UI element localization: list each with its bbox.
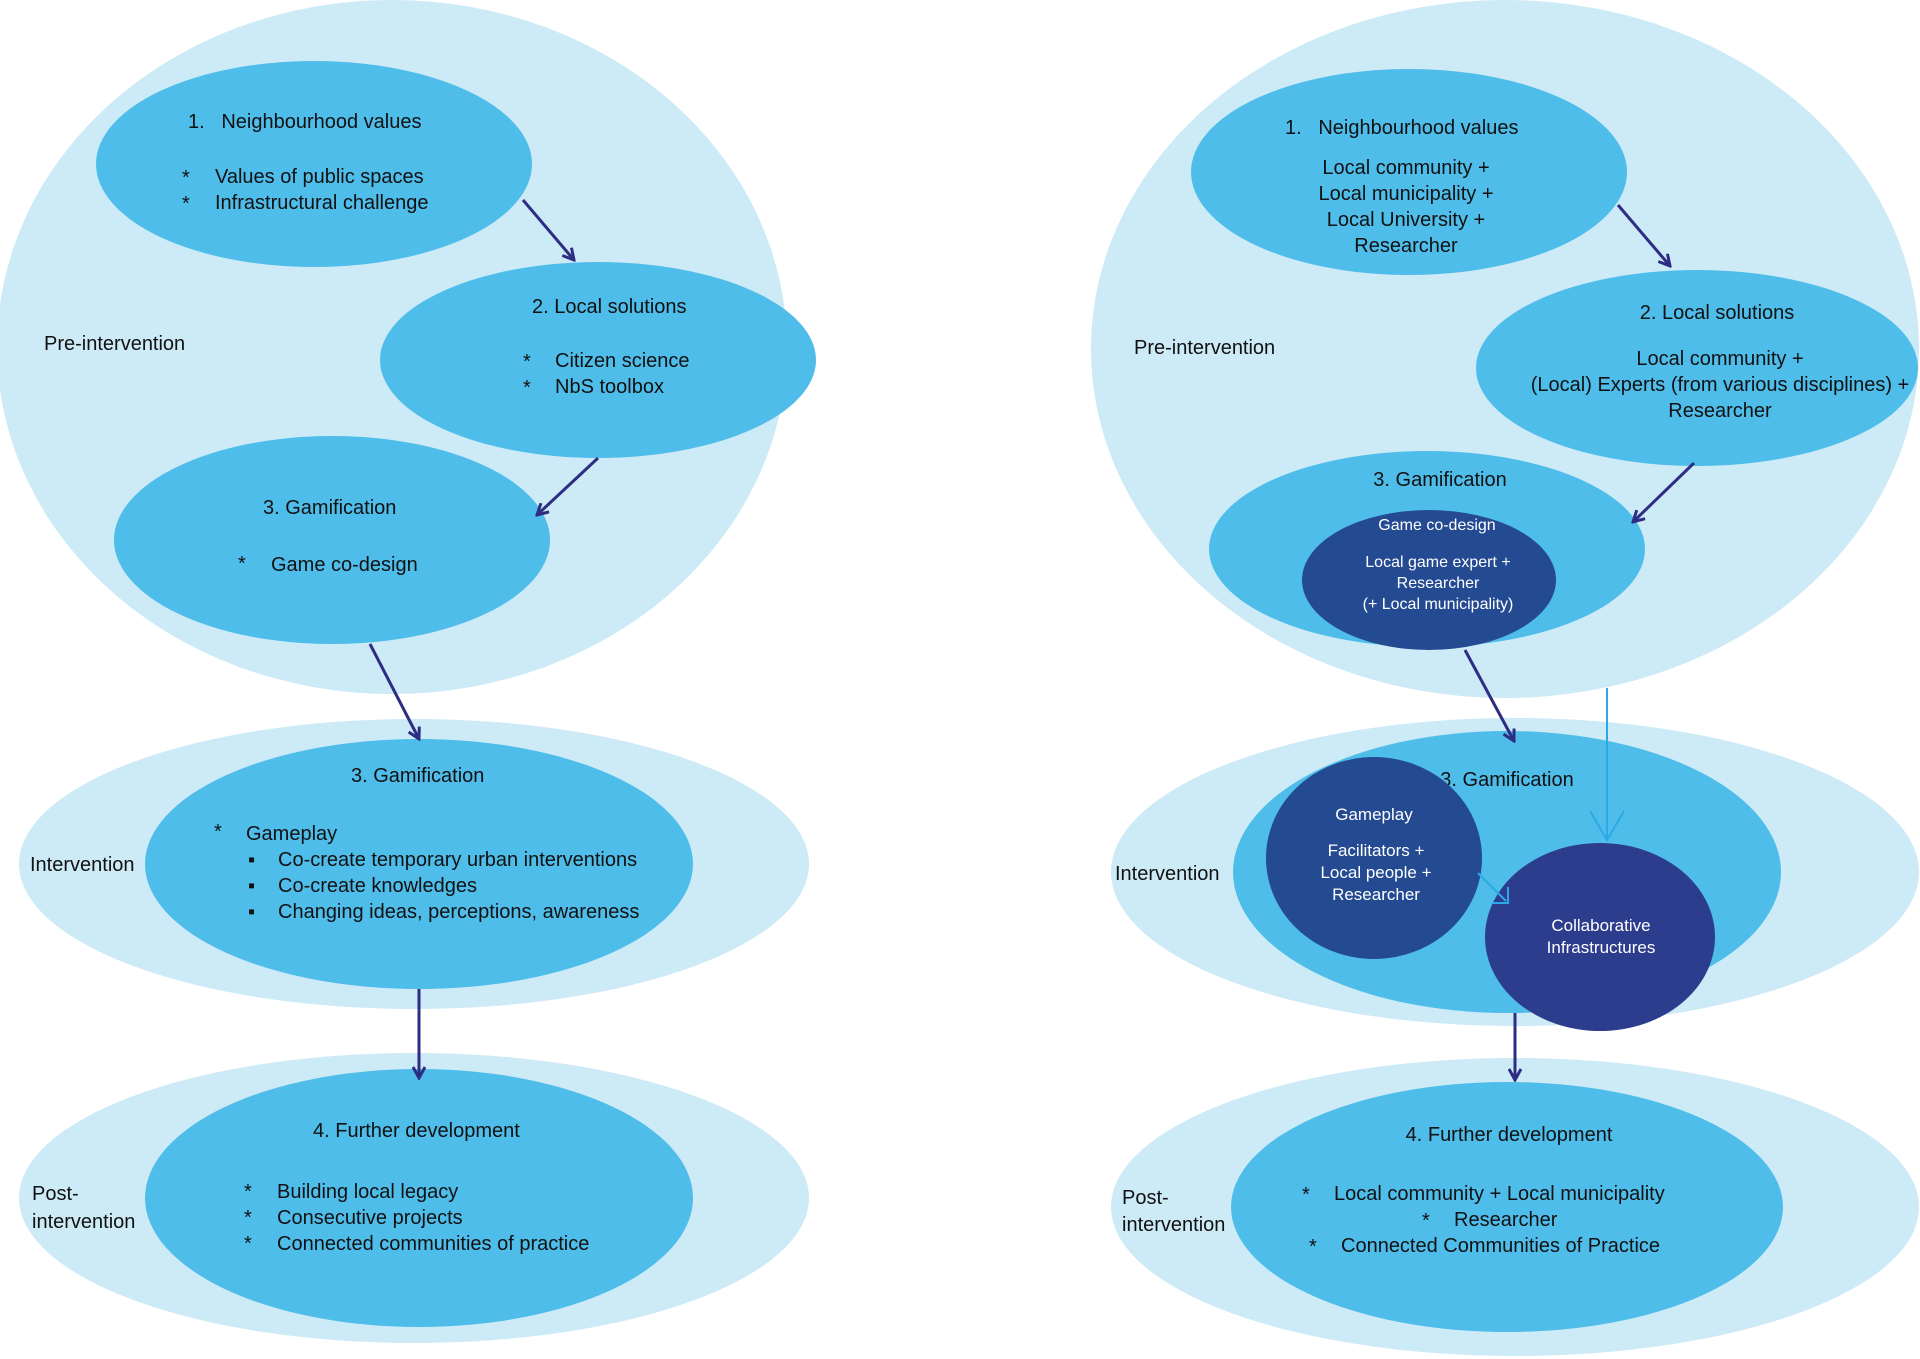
left-post-bullet-3: * [244, 1233, 252, 1255]
right-step2-line-2: (Local) Experts (from various discipline… [1531, 374, 1909, 396]
left-step1-node [96, 61, 532, 267]
right-game-codesign-node [1302, 510, 1556, 650]
left-arrow-3-to-intervention [368, 643, 419, 739]
right-post-node [1231, 1082, 1783, 1332]
right-game-codesign-line-3: (+ Local municipality) [1363, 596, 1514, 613]
left-phase-intervention-label: Intervention [30, 854, 135, 876]
right-step1-line-3: Local University + [1327, 209, 1485, 231]
right-step2-line-1: Local community + [1636, 348, 1803, 370]
left-step3-item-1: Game co-design [271, 554, 418, 576]
right-gameplay-line-2: Local people + [1320, 863, 1431, 882]
left-post-title: 4. Further development [313, 1120, 520, 1142]
left-post-node [145, 1069, 693, 1327]
right-post-item-3: Connected Communities of Practice [1341, 1235, 1660, 1257]
right-post-item-2: Researcher [1454, 1209, 1558, 1231]
left-intervention-item: Gameplay [246, 823, 337, 845]
left-step2-title: 2. Local solutions [532, 296, 687, 318]
left-intervention-subbullet-3: ▪ [248, 901, 255, 923]
left-post-bullet-1: * [244, 1181, 252, 1203]
left-phase-pre-label: Pre-intervention [44, 333, 185, 355]
left-step3-title: 3. Gamification [263, 497, 396, 519]
left-step3-node [114, 436, 550, 644]
right-phase-post-label-1: Post- [1122, 1187, 1169, 1209]
right-arrow-1-to-2 [1616, 204, 1670, 266]
left-intervention-subbullet-2: ▪ [248, 875, 255, 897]
right-step2-title: 2. Local solutions [1640, 302, 1795, 324]
right-arrow-gameplay-to-collab [1477, 872, 1507, 902]
left-step2-bullet-1: * [523, 351, 531, 373]
right-post-bullet-1: * [1302, 1184, 1310, 1206]
left-post-item-2: Consecutive projects [277, 1207, 463, 1229]
left-intervention-bullet: * [214, 821, 222, 843]
right-step1-title: 1. Neighbourhood values [1285, 117, 1519, 139]
right-step1-line-4: Researcher [1354, 235, 1458, 257]
right-post-bullet-2: * [1422, 1210, 1430, 1232]
right-gameplay-line-3: Researcher [1332, 885, 1420, 904]
right-post-bullet-3: * [1309, 1236, 1317, 1258]
left-step2-item-1: Citizen science [555, 350, 690, 372]
left-intervention-subitem-3: Changing ideas, perceptions, awareness [278, 901, 639, 923]
right-phase-pre-label: Pre-intervention [1134, 337, 1275, 359]
right-gameplay-title: Gameplay [1335, 805, 1413, 824]
left-step1-title: 1. Neighbourhood values [188, 111, 422, 133]
right-arrowhead-gameplay-to-collab [1492, 887, 1509, 904]
left-step1-bullet-2: * [182, 193, 190, 215]
right-phase-post-label-2: intervention [1122, 1214, 1225, 1236]
left-diagram: Pre-intervention 1. Neighbourhood values… [0, 0, 816, 1343]
right-gameplay-line-1: Facilitators + [1328, 841, 1425, 860]
right-phase-intervention-label: Intervention [1115, 863, 1220, 885]
left-phase-post-label-2: intervention [32, 1211, 135, 1233]
right-game-codesign-title: Game co-design [1378, 517, 1495, 534]
left-post-bullet-2: * [244, 1207, 252, 1229]
left-step3-bullet-1: * [238, 553, 246, 575]
left-arrow-2-to-3 [537, 456, 600, 515]
right-step2-node [1476, 270, 1918, 466]
left-step2-item-2: NbS toolbox [555, 376, 664, 398]
left-step1-bullet-1: * [182, 167, 190, 189]
right-diagram: Pre-intervention 1. Neighbourhood values… [1091, 0, 1919, 1356]
right-post-item-1: Local community + Local municipality [1334, 1183, 1665, 1205]
left-post-item-3: Connected communities of practice [277, 1233, 589, 1255]
left-intervention-subitem-2: Co-create knowledges [278, 875, 477, 897]
left-phase-post-label-1: Post- [32, 1183, 79, 1205]
right-collab-line-2: Infrastructures [1547, 938, 1656, 957]
left-intervention-title: 3. Gamification [351, 765, 484, 787]
left-intervention-node [145, 739, 693, 989]
left-step2-node [380, 262, 816, 458]
right-arrowhead-codesign-to-collab [1589, 810, 1625, 842]
right-step1-line-2: Local municipality + [1318, 183, 1493, 205]
right-step1-node [1191, 69, 1627, 275]
left-post-item-1: Building local legacy [277, 1181, 458, 1203]
right-step2-line-3: Researcher [1668, 400, 1772, 422]
right-step1-line-1: Local community + [1322, 157, 1489, 179]
right-step3-title: 3. Gamification [1373, 469, 1506, 491]
left-intervention-subbullet-1: ▪ [248, 849, 255, 871]
right-intervention-title: 3. Gamification [1440, 769, 1573, 791]
right-gameplay-node [1266, 757, 1482, 959]
left-arrow-1-to-2 [521, 199, 574, 260]
left-step1-item-2: Infrastructural challenge [215, 192, 428, 214]
left-intervention-subitem-1: Co-create temporary urban interventions [278, 849, 637, 871]
right-arrow-2-to-3 [1633, 461, 1696, 522]
left-step2-bullet-2: * [523, 377, 531, 399]
right-arrow-3-to-intervention [1463, 649, 1514, 741]
right-collaborative-infrastructures-node [1485, 843, 1715, 1031]
right-collab-line-1: Collaborative [1551, 916, 1650, 935]
left-step1-item-1: Values of public spaces [215, 166, 424, 188]
right-post-title: 4. Further development [1406, 1124, 1613, 1146]
right-game-codesign-line-1: Local game expert + [1365, 554, 1510, 571]
right-game-codesign-line-2: Researcher [1397, 575, 1480, 592]
